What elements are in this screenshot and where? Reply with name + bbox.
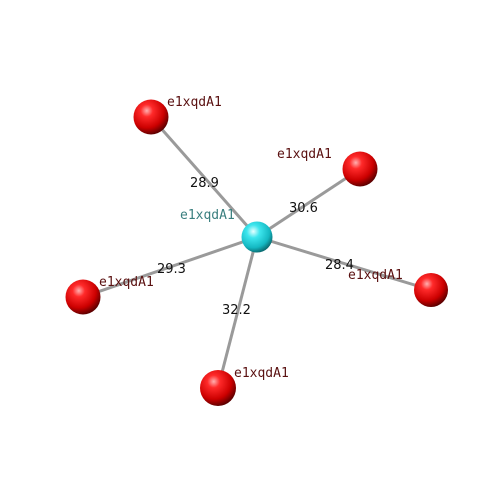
center-node (241, 221, 273, 253)
node-labels: e1xqdA1 e1xqdA1 e1xqdA1 e1xqdA1 e1xqdA1 … (99, 95, 403, 381)
edge-3 (256, 235, 432, 292)
neighbor-node-5 (65, 279, 101, 315)
edge-label-4: 32.2 (222, 303, 251, 318)
neighbor-label-3: e1xqdA1 (348, 268, 403, 283)
edge-1 (149, 116, 259, 238)
edges (82, 116, 432, 389)
edge-4 (216, 236, 259, 389)
neighbor-node-3 (414, 273, 448, 307)
neighbor-label-2: e1xqdA1 (277, 147, 332, 162)
neighbor-node-2 (342, 151, 378, 187)
neighbor-nodes (65, 99, 448, 406)
center-label: e1xqdA1 (180, 208, 235, 223)
neighbor-label-4: e1xqdA1 (234, 366, 289, 381)
edge-labels: 28.9 30.6 28.4 32.2 29.3 (157, 176, 354, 318)
edge-2 (256, 167, 361, 239)
edge-label-1: 28.9 (190, 176, 219, 191)
edge-label-3: 28.4 (325, 258, 354, 273)
neighbor-label-1: e1xqdA1 (167, 95, 222, 110)
neighbor-node-4 (200, 370, 236, 406)
edge-5 (82, 235, 258, 299)
edge-label-2: 30.6 (289, 201, 318, 216)
neighbor-label-5: e1xqdA1 (99, 275, 154, 290)
neighbor-node-1 (133, 99, 169, 135)
edge-label-5: 29.3 (157, 262, 186, 277)
